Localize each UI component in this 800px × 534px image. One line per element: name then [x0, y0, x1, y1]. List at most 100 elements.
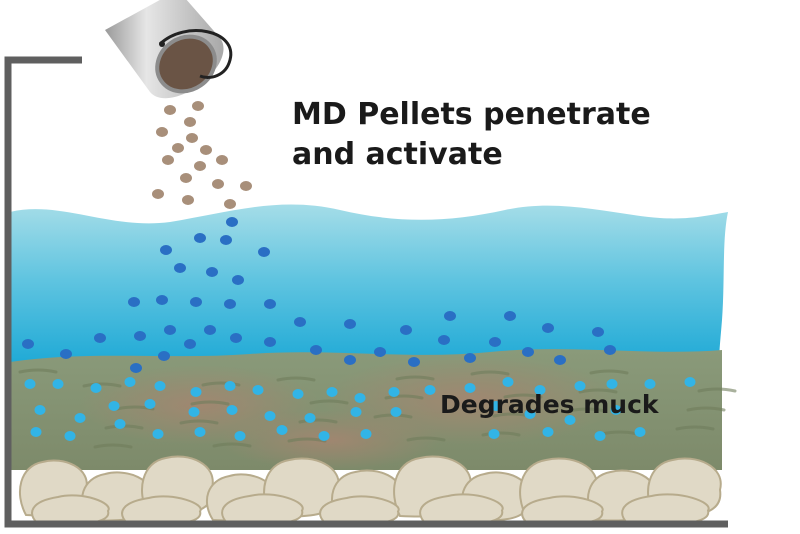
muck-streak — [686, 406, 726, 412]
muck-streak — [567, 407, 607, 413]
pellet-icon — [216, 155, 228, 165]
muck-streak — [18, 368, 58, 374]
stone-icon — [621, 493, 710, 526]
stone-icon — [319, 495, 400, 526]
pellet-icon — [574, 381, 586, 391]
pellet-icon — [304, 413, 316, 423]
pellet-icon — [400, 325, 412, 335]
muck-streak — [309, 399, 349, 405]
pellet-icon — [30, 427, 42, 437]
pellet-icon — [224, 299, 236, 309]
muck-streak — [406, 436, 446, 442]
pellet-icon — [90, 383, 102, 393]
pellet-icon — [206, 267, 218, 277]
bucket-icon — [105, 0, 233, 99]
pellet-icon — [534, 385, 546, 395]
pellet-icon — [554, 355, 566, 365]
pellets-label-line1: MD Pellets penetrate — [292, 97, 651, 132]
pellet-icon — [114, 419, 126, 429]
muck-streak — [384, 394, 424, 400]
stone-icon — [121, 495, 202, 526]
muck-streak — [201, 381, 241, 387]
pellet-icon — [489, 337, 501, 347]
muck-streak — [93, 443, 133, 449]
pellet-icon — [444, 311, 456, 321]
pellet-icon — [174, 263, 186, 273]
pellet-icon — [156, 127, 168, 137]
pellet-icon — [108, 401, 120, 411]
pellet-icon — [644, 379, 656, 389]
pellet-icon — [610, 405, 622, 415]
pellet-icon — [190, 297, 202, 307]
pellet-icon — [252, 385, 264, 395]
pellet-icon — [194, 427, 206, 437]
pellet-icon — [488, 429, 500, 439]
muck-streak — [212, 442, 252, 448]
pellet-icon — [130, 363, 142, 373]
muck-streak — [481, 431, 521, 437]
pellet-icon — [94, 333, 106, 343]
falling-pellets-group — [152, 101, 252, 209]
pellet-icon — [52, 379, 64, 389]
pellet-icon — [374, 347, 386, 357]
pellet-icon — [344, 355, 356, 365]
pellet-icon — [542, 323, 554, 333]
pellet-icon — [294, 317, 306, 327]
pellet-icon — [124, 377, 136, 387]
pellet-icon — [464, 353, 476, 363]
pellet-icon — [152, 189, 164, 199]
pellet-icon — [74, 413, 86, 423]
muck-streak — [298, 418, 338, 424]
pellet-icon — [192, 101, 204, 111]
pellet-icon — [522, 347, 534, 357]
pellet-icon — [22, 339, 34, 349]
pellet-icon — [204, 325, 216, 335]
pellet-icon — [592, 327, 604, 337]
pellet-icon — [684, 377, 696, 387]
muck-streak — [276, 376, 316, 382]
muck-streak — [190, 400, 230, 406]
pellet-icon — [388, 387, 400, 397]
pellet-icon — [424, 385, 436, 395]
pellet-icon — [156, 295, 168, 305]
pellet-icon — [184, 117, 196, 127]
pellet-icon — [190, 387, 202, 397]
pellet-icon — [542, 427, 554, 437]
pellets-label: MD Pellets penetrate and activate — [292, 95, 651, 175]
pellet-icon — [60, 349, 72, 359]
muck-streak — [589, 369, 629, 375]
pellet-icon — [258, 247, 270, 257]
pellet-icon — [360, 429, 372, 439]
stone-icon — [521, 495, 604, 526]
pellet-icon — [390, 407, 402, 417]
pellet-icon — [224, 381, 236, 391]
stone-icon — [221, 493, 304, 526]
muck-streak — [470, 370, 510, 376]
muck-streak — [395, 375, 435, 381]
pellet-icon — [502, 377, 514, 387]
pellet-icon — [226, 217, 238, 227]
stone-icon — [419, 493, 504, 526]
pellet-icon — [504, 311, 516, 321]
pellet-icon — [234, 431, 246, 441]
pellets-label-line2: and activate — [292, 137, 503, 172]
pellet-icon — [162, 155, 174, 165]
tank-outline — [4, 56, 728, 528]
pellet-icon — [34, 405, 46, 415]
pellet-icon — [134, 331, 146, 341]
pellet-icon — [232, 275, 244, 285]
pellet-icon — [240, 181, 252, 191]
muck-streak — [578, 388, 618, 394]
pellet-icon — [226, 405, 238, 415]
pellet-icon — [524, 409, 536, 419]
pellet-icon — [182, 195, 194, 205]
pellet-icon — [354, 393, 366, 403]
pellet-icon — [200, 145, 212, 155]
pellet-icon — [172, 143, 184, 153]
pellet-icon — [310, 345, 322, 355]
muck-label: Degrades muck — [440, 390, 659, 419]
pellet-icon — [350, 407, 362, 417]
pellet-icon — [264, 337, 276, 347]
pellet-icon — [160, 245, 172, 255]
